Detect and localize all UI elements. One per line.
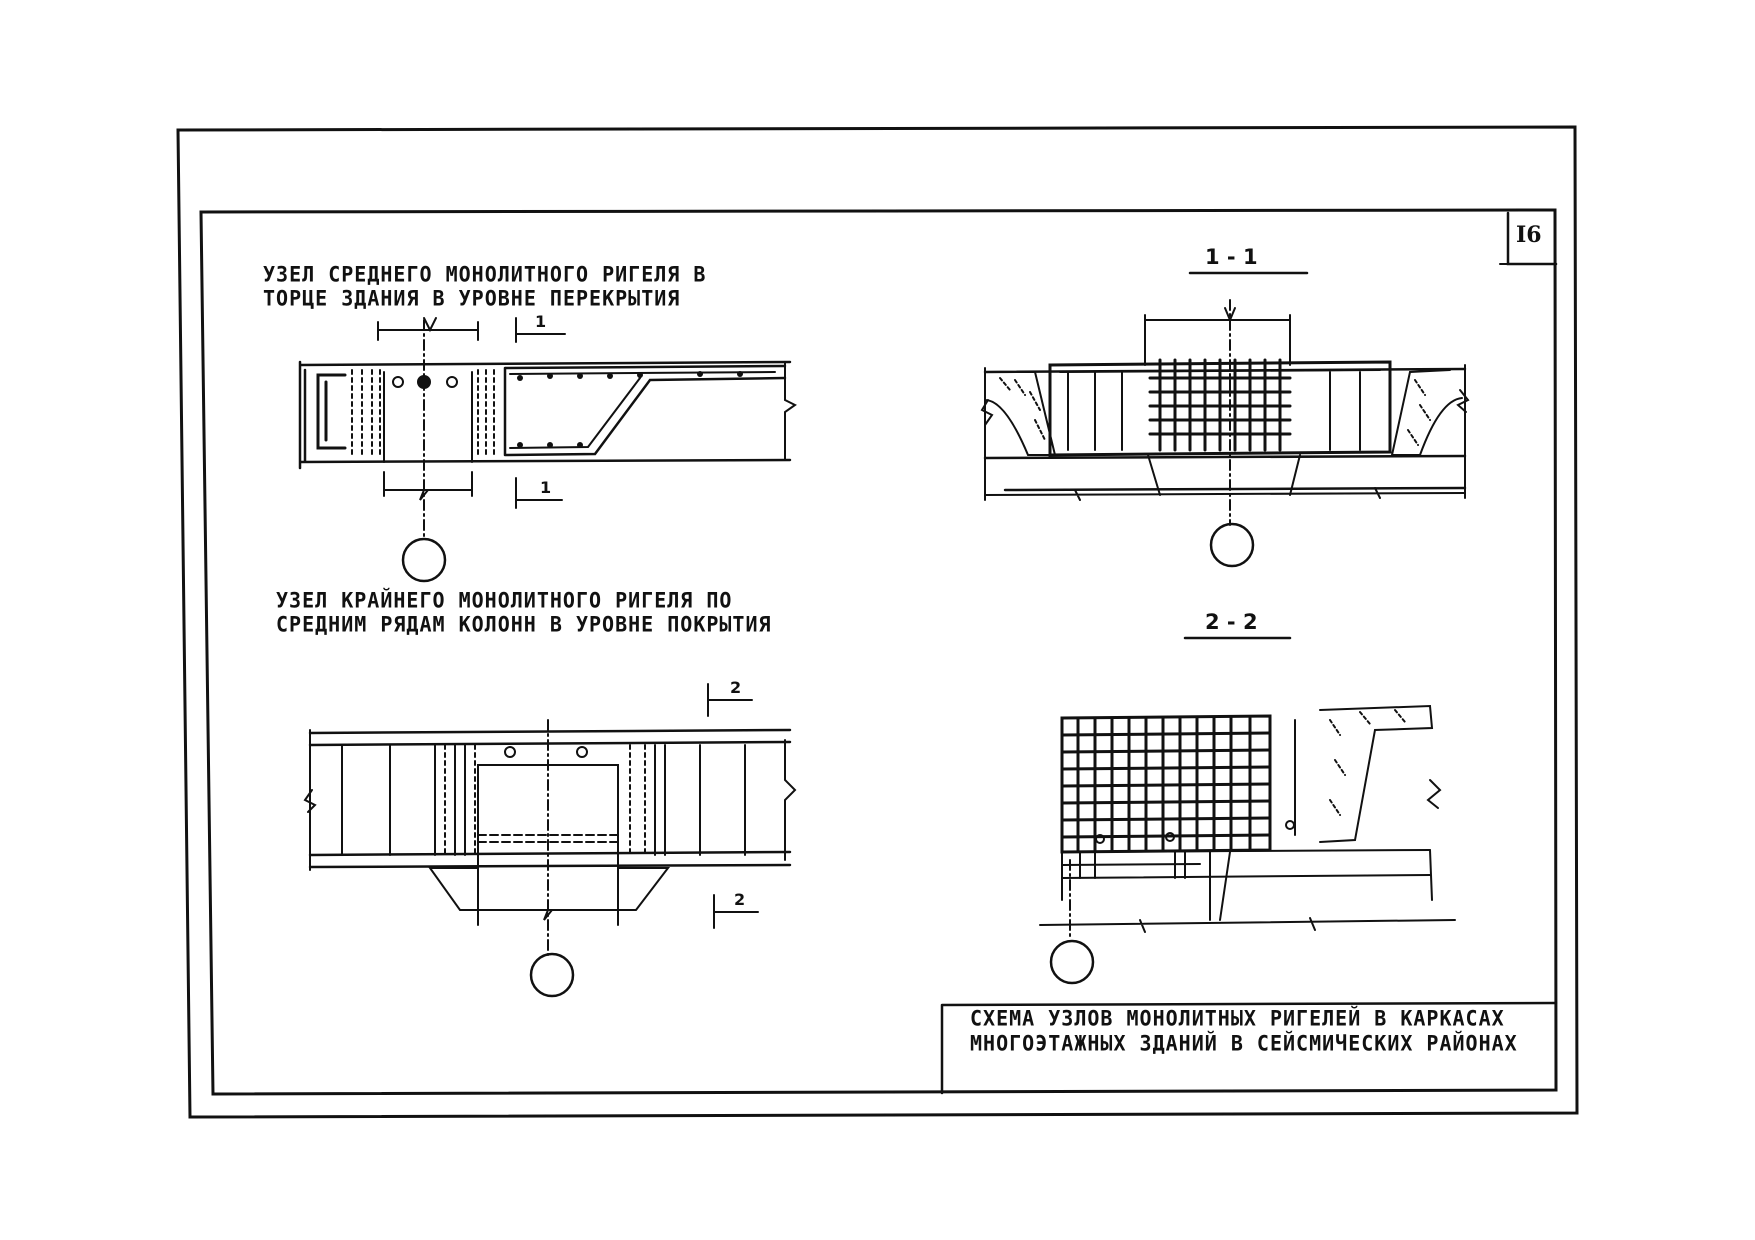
inner-frame [199, 208, 1558, 1096]
title-block-line1: СХЕМА УЗЛОВ МОНОЛИТНЫХ РИГЕЛЕЙ В КАРКАСА… [970, 1005, 1505, 1031]
node1-title-line1: УЗЕЛ СРЕДНЕГО МОНОЛИТНОГО РИГЕЛЯ В [263, 261, 707, 287]
title-block-frame [940, 1001, 1558, 1095]
node1-axis-circle [401, 537, 447, 583]
cut-mark-1-top: 1 [535, 312, 547, 331]
sheet-number: I6 [1516, 222, 1542, 248]
section1-title: 1 - 1 [1205, 245, 1258, 269]
node1-title-line2: ТОРЦЕ ЗДАНИЯ В УРОВНЕ ПЕРЕКРЫТИЯ [263, 285, 681, 311]
node2-title-line2: СРЕДНИМ РЯДАМ КОЛОНН В УРОВНЕ ПОКРЫТИЯ [276, 611, 772, 637]
outer-frame [176, 125, 1579, 1119]
cut-mark-2-top: 2 [730, 678, 742, 697]
section1-drawing [980, 271, 1470, 526]
node2-axis-circle [529, 952, 575, 998]
node2-drawing [303, 683, 797, 956]
node1-drawing [298, 317, 797, 541]
section1-axis-circle [1209, 522, 1255, 568]
section2-title: 2 - 2 [1205, 610, 1258, 634]
section2-axis-circle [1049, 939, 1095, 985]
cut-mark-2-bottom: 2 [734, 890, 746, 909]
section2-drawing [1039, 636, 1456, 941]
title-block-line2: МНОГОЭТАЖНЫХ ЗДАНИЙ В СЕЙСМИЧЕСКИХ РАЙОН… [970, 1030, 1518, 1056]
node2-title-line1: УЗЕЛ КРАЙНЕГО МОНОЛИТНОГО РИГЕЛЯ ПО [276, 587, 733, 613]
cut-mark-1-bottom: 1 [540, 478, 552, 497]
